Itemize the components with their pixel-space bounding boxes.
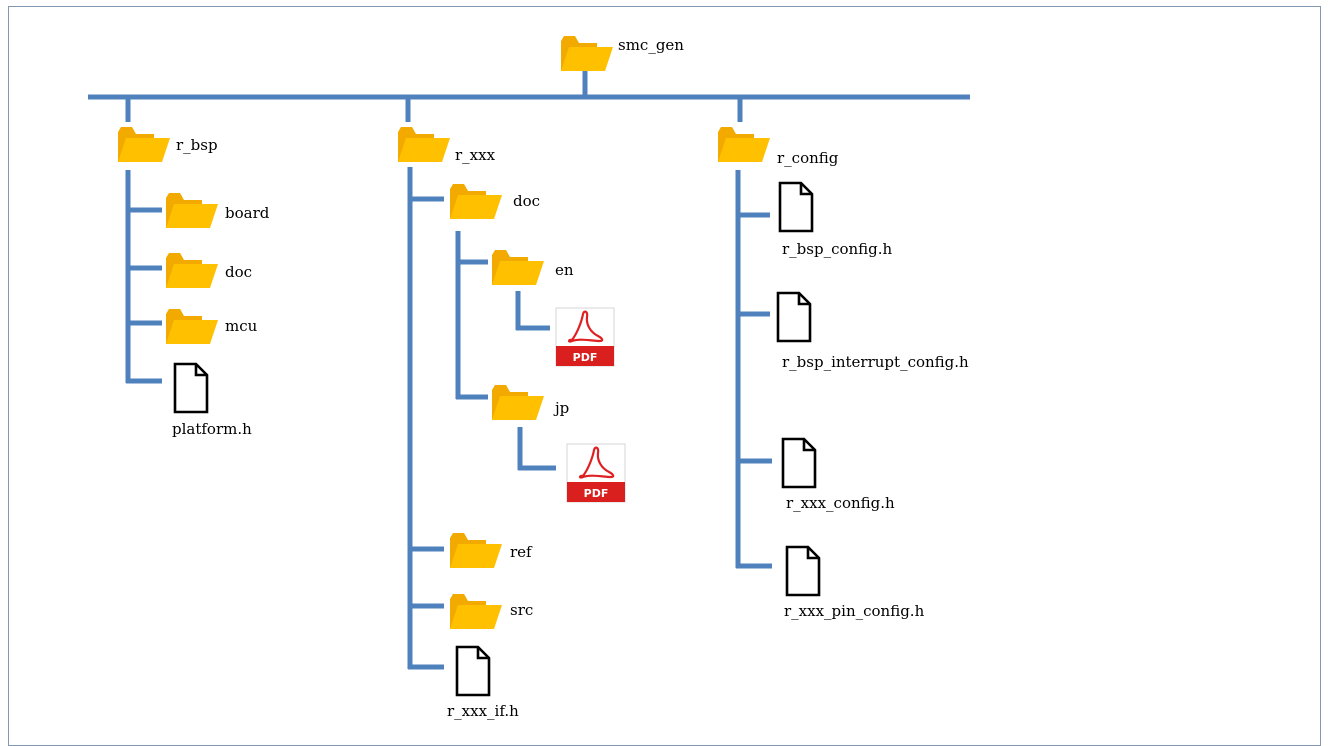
- folder-board[interactable]: board: [166, 193, 270, 228]
- folder-label: jp: [553, 399, 569, 417]
- folder-en[interactable]: en: [492, 250, 574, 285]
- folder-icon: [492, 385, 544, 420]
- file-label: platform.h: [172, 420, 252, 438]
- folder-icon: [166, 309, 218, 344]
- connector-lines: [88, 71, 970, 670]
- folder-root[interactable]: smc_gen: [561, 36, 684, 71]
- folder-label: smc_gen: [618, 36, 684, 54]
- folder-icon: [561, 36, 613, 71]
- file-label: r_xxx_pin_config.h: [784, 602, 925, 620]
- pdf-document[interactable]: [554, 306, 616, 368]
- folder-label: r_bsp: [176, 136, 218, 154]
- folder-label: src: [510, 601, 533, 619]
- folder-ref[interactable]: ref: [450, 533, 533, 568]
- file-icon: [173, 362, 209, 414]
- file-icon: [776, 291, 812, 343]
- folder-label: doc: [225, 263, 252, 281]
- folder-icon: [450, 533, 502, 568]
- file-r-xxx-if-h[interactable]: r_xxx_if.h: [447, 645, 519, 720]
- pdf-icon: [565, 442, 627, 504]
- folder-r-config[interactable]: r_config: [718, 127, 839, 167]
- file-r-bsp-interrupt-config-h[interactable]: r_bsp_interrupt_config.h: [776, 291, 969, 371]
- folder-mcu[interactable]: mcu: [166, 309, 258, 344]
- folder-r-bsp[interactable]: r_bsp: [118, 127, 218, 162]
- folder-r-xxx[interactable]: r_xxx: [398, 127, 496, 164]
- file-label: r_xxx_config.h: [786, 494, 895, 512]
- file-icon: [455, 645, 491, 697]
- folder-icon: [166, 253, 218, 288]
- file-icon: [781, 437, 817, 489]
- file-icon: [778, 181, 814, 233]
- folder-label: ref: [510, 543, 533, 561]
- folder-label: doc: [513, 192, 540, 210]
- folder-label: r_config: [777, 149, 839, 167]
- folder-icon: [118, 127, 170, 162]
- folder-label: r_xxx: [455, 146, 496, 164]
- file-platform-h[interactable]: platform.h: [172, 362, 252, 438]
- file-icon: [785, 545, 821, 597]
- file-r-xxx-config-h[interactable]: r_xxx_config.h: [781, 437, 895, 512]
- folder-doc[interactable]: doc: [450, 184, 540, 219]
- file-r-bsp-config-h[interactable]: r_bsp_config.h: [778, 181, 893, 258]
- folder-icon: [450, 184, 502, 219]
- folder-icon: [492, 250, 544, 285]
- pdf-document[interactable]: [565, 442, 627, 504]
- pdf-icon: [554, 306, 616, 368]
- file-label: r_xxx_if.h: [447, 702, 519, 720]
- folder-src[interactable]: src: [450, 594, 533, 629]
- folder-label: board: [225, 204, 270, 222]
- folder-label: mcu: [225, 317, 258, 335]
- folder-icon: [166, 193, 218, 228]
- folder-icon: [450, 594, 502, 629]
- folder-icon: [718, 127, 770, 162]
- folder-tree-diagram: PDF: [88, 36, 970, 720]
- folder-jp[interactable]: jp: [492, 385, 569, 420]
- folder-icon: [398, 127, 450, 162]
- file-label: r_bsp_config.h: [782, 240, 893, 258]
- file-label: r_bsp_interrupt_config.h: [782, 353, 969, 371]
- folder-doc[interactable]: doc: [166, 253, 252, 288]
- file-r-xxx-pin-config-h[interactable]: r_xxx_pin_config.h: [784, 545, 925, 620]
- folder-label: en: [555, 261, 574, 279]
